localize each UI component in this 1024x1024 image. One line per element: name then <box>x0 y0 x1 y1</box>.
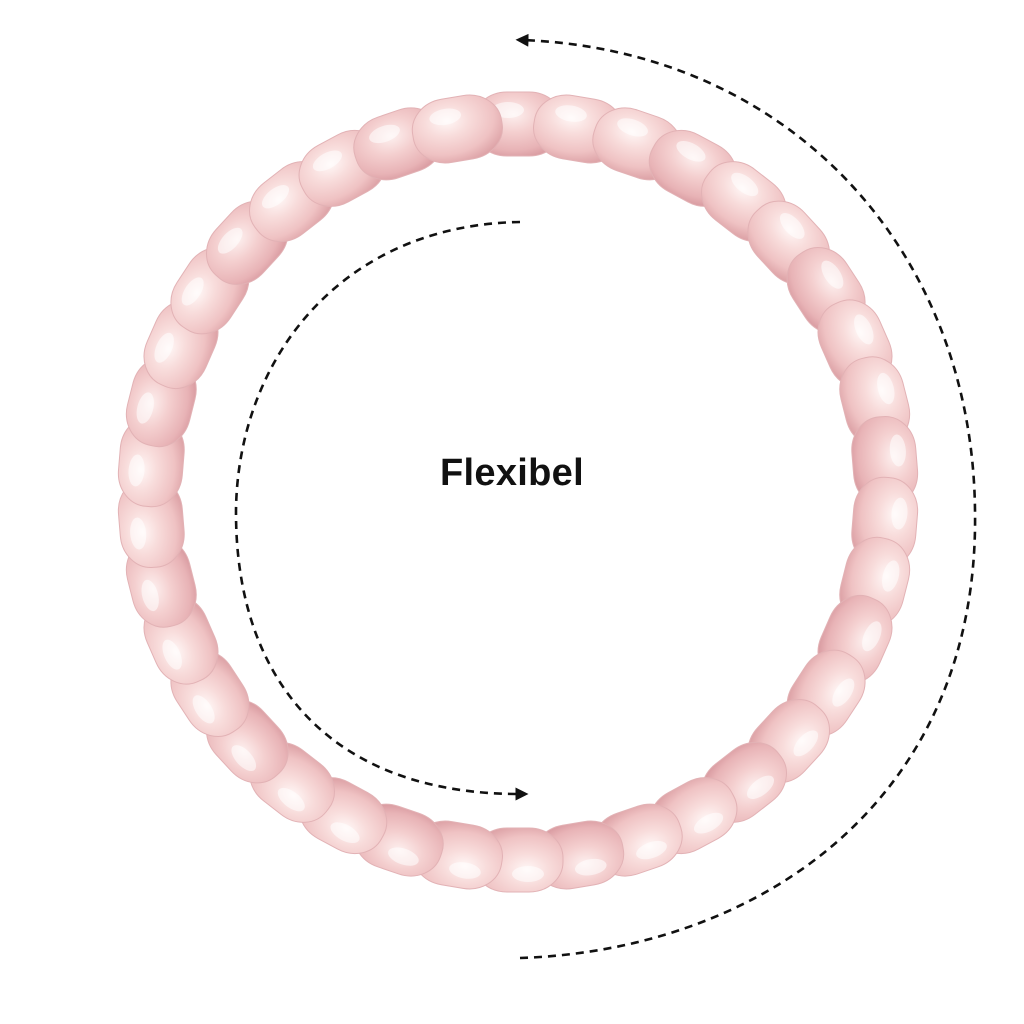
inner-arrow-icon <box>234 220 529 801</box>
outer-arrow-icon <box>515 33 977 960</box>
bead-ring <box>117 91 919 893</box>
bead <box>411 94 503 164</box>
flexibel-label: Flexibel <box>440 452 584 494</box>
